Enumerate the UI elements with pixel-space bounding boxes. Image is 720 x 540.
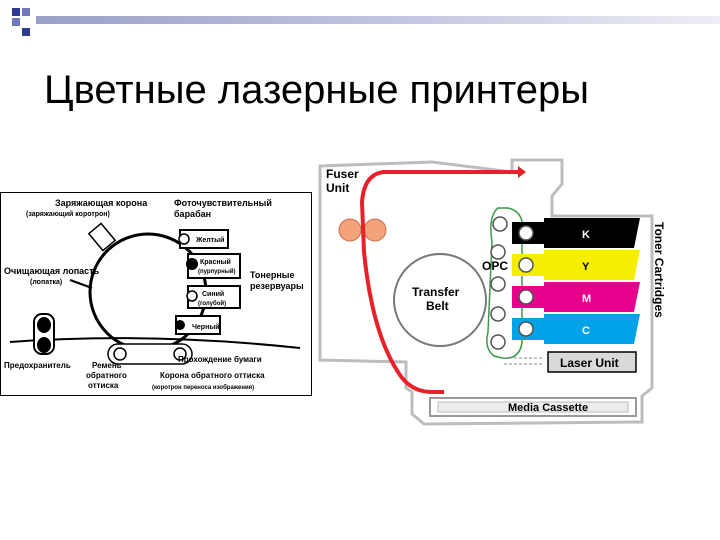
toner-cartridge-m xyxy=(512,282,640,312)
opc-drums xyxy=(490,216,508,350)
label-blue-2: (голубой) xyxy=(198,300,226,307)
label-toner-m: M xyxy=(582,293,591,305)
label-toner-c: C xyxy=(582,325,590,337)
label-toner-2: резервуары xyxy=(250,281,304,291)
label-blue-1: Синий xyxy=(202,290,224,298)
label-transfer-1: Transfer xyxy=(412,285,460,299)
toner-reservoir-blue xyxy=(186,285,241,309)
slide-title: Цветные лазерные принтеры xyxy=(44,68,589,112)
toner-reservoir-red xyxy=(186,253,241,279)
laser-unit xyxy=(504,351,637,373)
label-transfer-2: Belt xyxy=(426,299,449,313)
toner-reservoir-black xyxy=(175,315,221,335)
label-photo-drum-2: барабан xyxy=(174,209,211,219)
label-media-cassette: Media Cassette xyxy=(508,402,588,414)
slide-header-decoration xyxy=(0,0,720,40)
cleaning-blade xyxy=(69,279,93,289)
left-printer-diagram: Заряжающая корона (заряжающий коротрон) … xyxy=(0,192,312,396)
toner-cartridge-c xyxy=(512,314,640,344)
deco-square-2 xyxy=(22,8,30,16)
label-photo-drum-1: Фоточувствительный xyxy=(174,198,272,208)
fuse-rollers xyxy=(33,313,55,355)
label-red-1: Красный xyxy=(200,258,231,266)
deco-square-1 xyxy=(12,8,20,16)
printer-housing xyxy=(318,158,654,426)
label-belt-2: обратного xyxy=(86,371,127,380)
paper-path-arrowhead xyxy=(518,166,526,178)
toner-reservoir-yellow xyxy=(178,229,229,249)
label-charge-roller: (заряжающий коротрон) xyxy=(26,210,110,218)
deco-square-4 xyxy=(22,28,30,36)
fuser-rollers xyxy=(338,218,387,242)
label-black: Черный xyxy=(192,323,220,331)
label-charge-corona: Заряжающая корона xyxy=(55,198,148,208)
label-red-2: (пурпурный) xyxy=(198,268,236,275)
label-toner-y: Y xyxy=(582,261,590,273)
label-cleaning-1: Очищающая лопасть xyxy=(4,266,100,276)
label-belt-1: Ремень xyxy=(92,361,122,370)
label-fuse: Предохранитель xyxy=(4,361,71,370)
transfer-belt-drum xyxy=(393,253,487,347)
toner-cartridge-y xyxy=(512,250,640,280)
label-fuser-1: Fuser xyxy=(326,167,359,181)
label-opc: OPC xyxy=(482,259,508,273)
label-yellow: Желтый xyxy=(195,236,224,244)
label-toner-k: K xyxy=(582,229,590,241)
label-toner-1: Тонерные xyxy=(250,270,295,280)
label-belt-3: оттиска xyxy=(88,381,119,390)
label-toner-cartridges: Toner Cartridges xyxy=(652,222,666,318)
paper-path-red xyxy=(359,170,520,394)
label-laser-unit: Laser Unit xyxy=(560,356,619,370)
label-cleaning-2: (лопатка) xyxy=(30,279,62,286)
toner-cartridge-k xyxy=(512,218,640,248)
deco-square-3 xyxy=(12,18,20,26)
label-transfer-corona: Корона обратного оттиска xyxy=(160,371,265,380)
label-transfer-roller: (коротрон переноса изображения) xyxy=(152,384,254,391)
label-paper-path: Прохождение бумаги xyxy=(178,355,262,364)
media-cassette xyxy=(429,397,637,417)
label-fuser-2: Unit xyxy=(326,181,349,195)
transfer-belt xyxy=(107,343,193,365)
right-printer-diagram: Fuser Unit OPC Transfer Belt K Y M C Ton… xyxy=(318,158,666,426)
charge-corona xyxy=(87,222,117,252)
deco-gradient-bar xyxy=(36,16,720,24)
